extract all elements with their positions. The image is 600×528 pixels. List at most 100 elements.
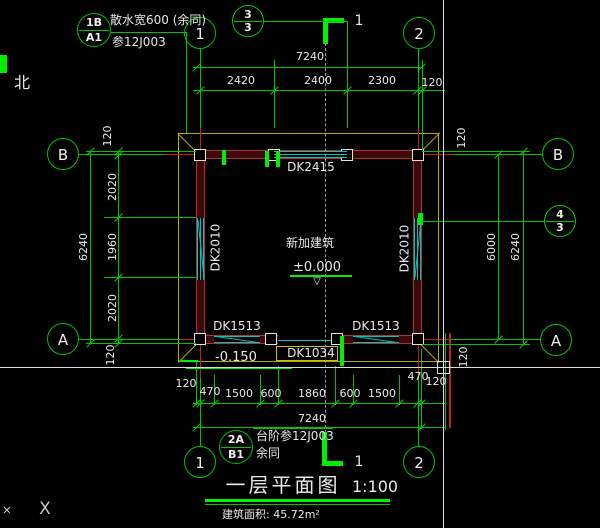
dim-bottom-1500r: 1500 (368, 387, 396, 400)
dim-line-top-total[interactable] (193, 67, 422, 68)
crosshair-pickbox (437, 361, 450, 374)
grid-bubble-B-right[interactable]: B (542, 138, 574, 170)
dim-ext-274 (274, 60, 275, 128)
window-label-dk1513-left[interactable]: DK1513 (213, 319, 261, 333)
callout-4-3[interactable]: 4 3 (544, 205, 576, 237)
grid-bubble-2-top[interactable]: 2 (403, 17, 435, 49)
dim-top-2400: 2400 (304, 74, 332, 87)
dim-ext-b-421 (421, 349, 422, 429)
section-marker-bot-h[interactable] (322, 461, 343, 466)
column-corner-2B[interactable] (412, 149, 424, 161)
dim-right-120t: 120 (454, 127, 468, 149)
grip-top-wall-1 (265, 151, 269, 167)
dim-line-bottom-chain[interactable] (193, 403, 446, 404)
callout-4-3-leader (421, 221, 544, 222)
callout-2a-note2: 余同 (256, 446, 281, 460)
dim-left-120t: 120 (100, 125, 114, 147)
window-dk2415-midline (274, 154, 347, 155)
dim-ext-r-bot (422, 344, 530, 345)
section-marker-top-v[interactable] (323, 18, 328, 44)
dim-ext-l-bot (86, 343, 196, 344)
section-label-top: 1 (354, 13, 364, 29)
dim-line-right-6000[interactable] (498, 154, 499, 340)
step-edge-line (186, 367, 292, 369)
door-label-dk1034[interactable]: DK1034 (287, 346, 335, 360)
grip-top-wall-2 (276, 151, 280, 167)
dim-ext-b-214 (214, 375, 215, 405)
dim-ext-b-335 (335, 366, 336, 405)
dim-line-right-6240[interactable] (523, 151, 524, 344)
dim-bottom-1500l: 1500 (225, 387, 253, 400)
grid-bubble-B-left[interactable]: B (47, 138, 79, 170)
door-grip-mark (340, 336, 344, 366)
callout-1b-note1: 散水宽600 (余同) (110, 13, 207, 27)
dim-line-top-chain[interactable] (193, 90, 445, 91)
section-line[interactable] (325, 43, 326, 433)
dim-left-120b: 120 (103, 344, 117, 366)
column-corner-2A[interactable] (412, 333, 424, 345)
dim-bottom-470r: 470 (407, 370, 429, 383)
callout-1b-leader-h (111, 32, 187, 33)
dim-right-120b: 120 (456, 346, 470, 368)
dim-left-2020b: 2020 (105, 294, 119, 323)
axis-red-stub[interactable] (449, 333, 451, 428)
dim-top-2300: 2300 (368, 74, 396, 87)
dim-line-bottom-total[interactable] (193, 427, 446, 428)
dim-ext-b-278 (278, 366, 279, 405)
callout-2a-leader (253, 428, 333, 429)
section-marker-top-h[interactable] (323, 18, 344, 23)
section-label-bottom: 1 (354, 454, 364, 470)
crosshair-vertical (443, 0, 444, 528)
dim-ext-b-399 (399, 375, 400, 405)
grid-bubble-A-left[interactable]: A (47, 323, 79, 355)
crosshair-horizontal (0, 367, 600, 368)
window-label-dk2415[interactable]: DK2415 (287, 160, 335, 174)
level-symbol-icon: ▽ (313, 276, 321, 287)
grid-bubble-1-bottom[interactable]: 1 (184, 446, 216, 478)
dim-bottom-total: 7240 (298, 412, 326, 425)
apron-outline[interactable] (178, 133, 439, 362)
dim-bottom-600r: 600 (339, 387, 361, 400)
grid-bubble-1-top[interactable]: 1 (184, 17, 216, 49)
title-underline-thin (205, 504, 390, 505)
dim-right-6000: 6000 (484, 233, 498, 262)
north-arrow-icon (0, 55, 7, 73)
grid-bubble-A-right[interactable]: A (540, 324, 572, 356)
window-label-dk2010-left[interactable]: DK2010 (208, 223, 223, 272)
title-underline-thick (205, 499, 390, 502)
level-entry-label[interactable]: -0.150 (215, 350, 257, 365)
dim-line-left-chain[interactable] (118, 151, 119, 344)
section-marker-bot-v[interactable] (322, 432, 327, 466)
column-corner-1B[interactable] (194, 149, 206, 161)
column-door-left[interactable] (265, 333, 277, 345)
dim-line-left-total[interactable] (90, 151, 91, 344)
callout-2a-b1[interactable]: 2A B1 (219, 430, 253, 464)
entry-steps[interactable] (276, 346, 338, 361)
level-zero-label[interactable]: ±0.000 (292, 260, 342, 275)
dim-ext-r-top (422, 151, 530, 152)
dim-ext-l-top (86, 151, 196, 152)
callout-1b-a1[interactable]: 1B A1 (77, 13, 111, 47)
window-label-dk2010-right[interactable]: DK2010 (397, 224, 412, 273)
dim-left-total: 6240 (76, 233, 90, 262)
dim-top-120: 120 (421, 76, 443, 89)
dim-ext-422 (422, 60, 423, 150)
dim-left-1960: 1960 (105, 233, 119, 262)
column-corner-1A[interactable] (194, 333, 206, 345)
dim-right-6240: 6240 (508, 233, 522, 262)
drawing-title[interactable]: 一层平面图 (225, 473, 341, 497)
dim-top-total: 7240 (296, 50, 324, 63)
window-label-dk1513-right[interactable]: DK1513 (352, 319, 400, 333)
room-label[interactable]: 新加建筑 (285, 236, 334, 250)
dim-ext-b-260 (260, 375, 261, 405)
dim-ext-l-217 (104, 217, 196, 218)
dim-bottom-470l: 470 (199, 385, 221, 398)
door-threshold (278, 340, 335, 341)
grid-bubble-2-bottom[interactable]: 2 (403, 446, 435, 478)
dim-ext-b-196 (196, 362, 197, 405)
dim-ext-l-277 (104, 277, 196, 278)
callout-3-3[interactable]: 3 3 (232, 5, 264, 37)
dim-bottom-1860: 1860 (298, 387, 326, 400)
ucs-x-axis-icon: X (39, 499, 51, 519)
